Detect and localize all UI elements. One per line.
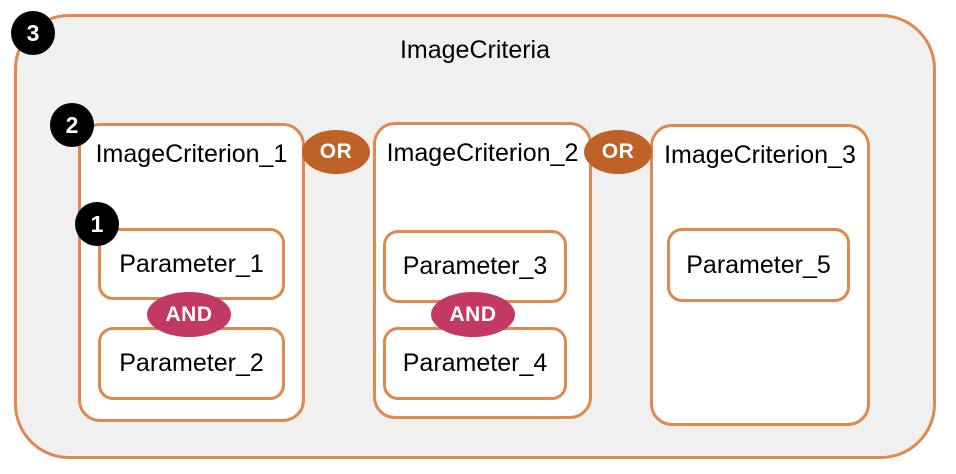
step-callout-2: 2 bbox=[50, 103, 94, 147]
or-operator-badge-1: OR bbox=[302, 130, 370, 174]
and-operator-badge-2: AND bbox=[431, 292, 515, 337]
parameter-1-box: Parameter_1 bbox=[98, 228, 285, 300]
or-operator-badge-2: OR bbox=[584, 130, 652, 174]
parameter-2-box: Parameter_2 bbox=[98, 327, 285, 400]
step-callout-3: 3 bbox=[11, 11, 55, 55]
and-operator-badge-1: AND bbox=[147, 292, 231, 337]
parameter-4-box: Parameter_4 bbox=[383, 327, 567, 400]
parameter-5-box: Parameter_5 bbox=[667, 228, 850, 302]
image-criteria-title: ImageCriteria bbox=[399, 36, 551, 64]
image-criterion-2-label: ImageCriterion_2 bbox=[386, 139, 579, 167]
step-callout-1: 1 bbox=[75, 202, 119, 246]
image-criterion-3-label: ImageCriterion_3 bbox=[664, 141, 856, 169]
image-criterion-1-label: ImageCriterion_1 bbox=[95, 140, 288, 168]
